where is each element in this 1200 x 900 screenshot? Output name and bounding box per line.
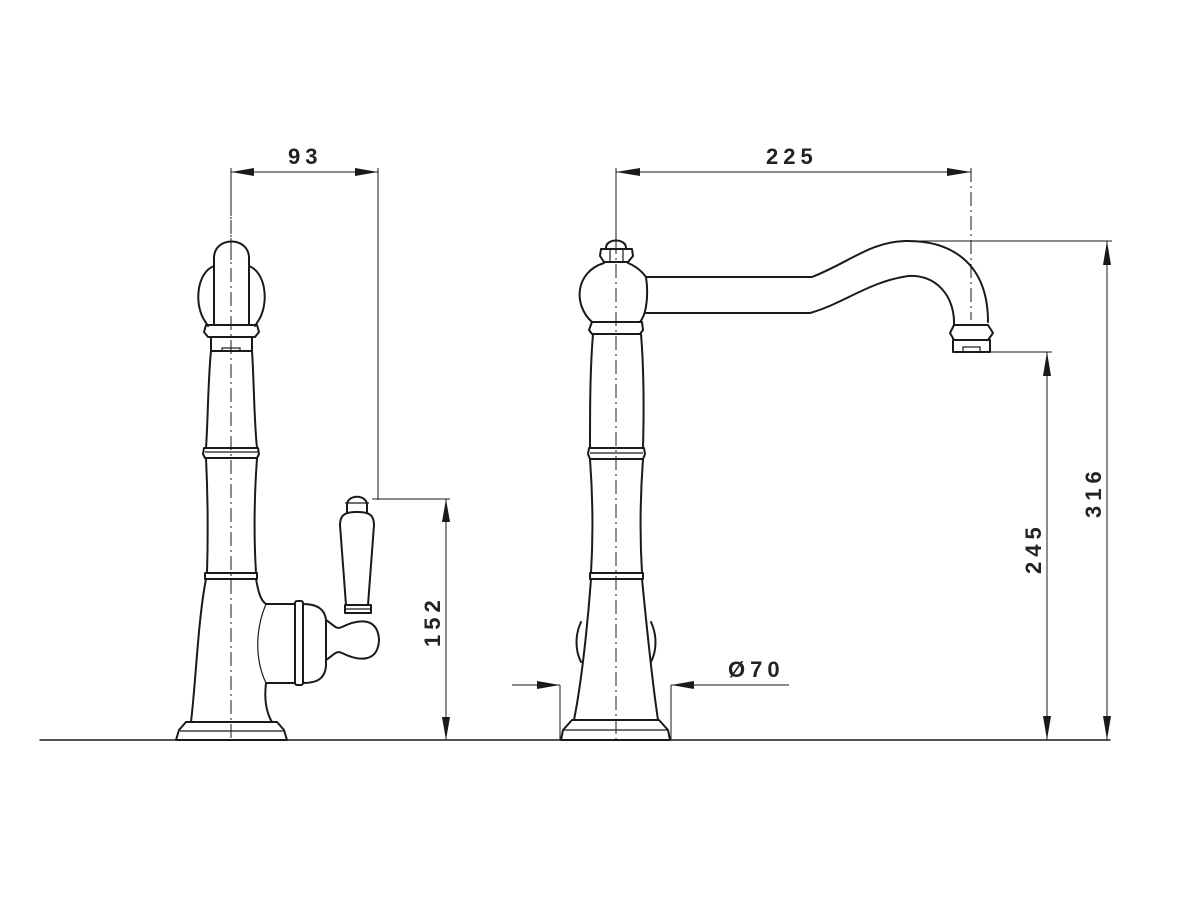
dimension-diameter-70: Ø70 — [512, 657, 789, 740]
dimension-label-diameter-70: Ø70 — [728, 657, 785, 682]
dimension-label-93: 93 — [288, 144, 322, 169]
side-base — [175, 721, 288, 741]
front-spout — [645, 239, 989, 326]
dimension-316: 316 — [905, 240, 1112, 740]
dimension-152: 152 — [372, 498, 450, 740]
dimension-245: 245 — [990, 351, 1052, 740]
dimension-label-152: 152 — [420, 595, 445, 647]
side-top-cap — [197, 265, 266, 327]
front-ball-head — [578, 262, 649, 323]
side-upper-body — [205, 350, 258, 449]
dimension-label-225: 225 — [766, 144, 818, 169]
side-view-faucet — [175, 172, 380, 741]
front-view-faucet — [560, 168, 994, 741]
dimension-label-316: 316 — [1081, 466, 1106, 518]
dimension-225: 225 — [615, 144, 972, 320]
dimension-93: 93 — [230, 144, 379, 500]
dimension-label-245: 245 — [1021, 522, 1046, 574]
side-lower-body — [190, 578, 296, 723]
front-lower-body — [573, 578, 659, 721]
side-handle-lever — [339, 511, 375, 606]
